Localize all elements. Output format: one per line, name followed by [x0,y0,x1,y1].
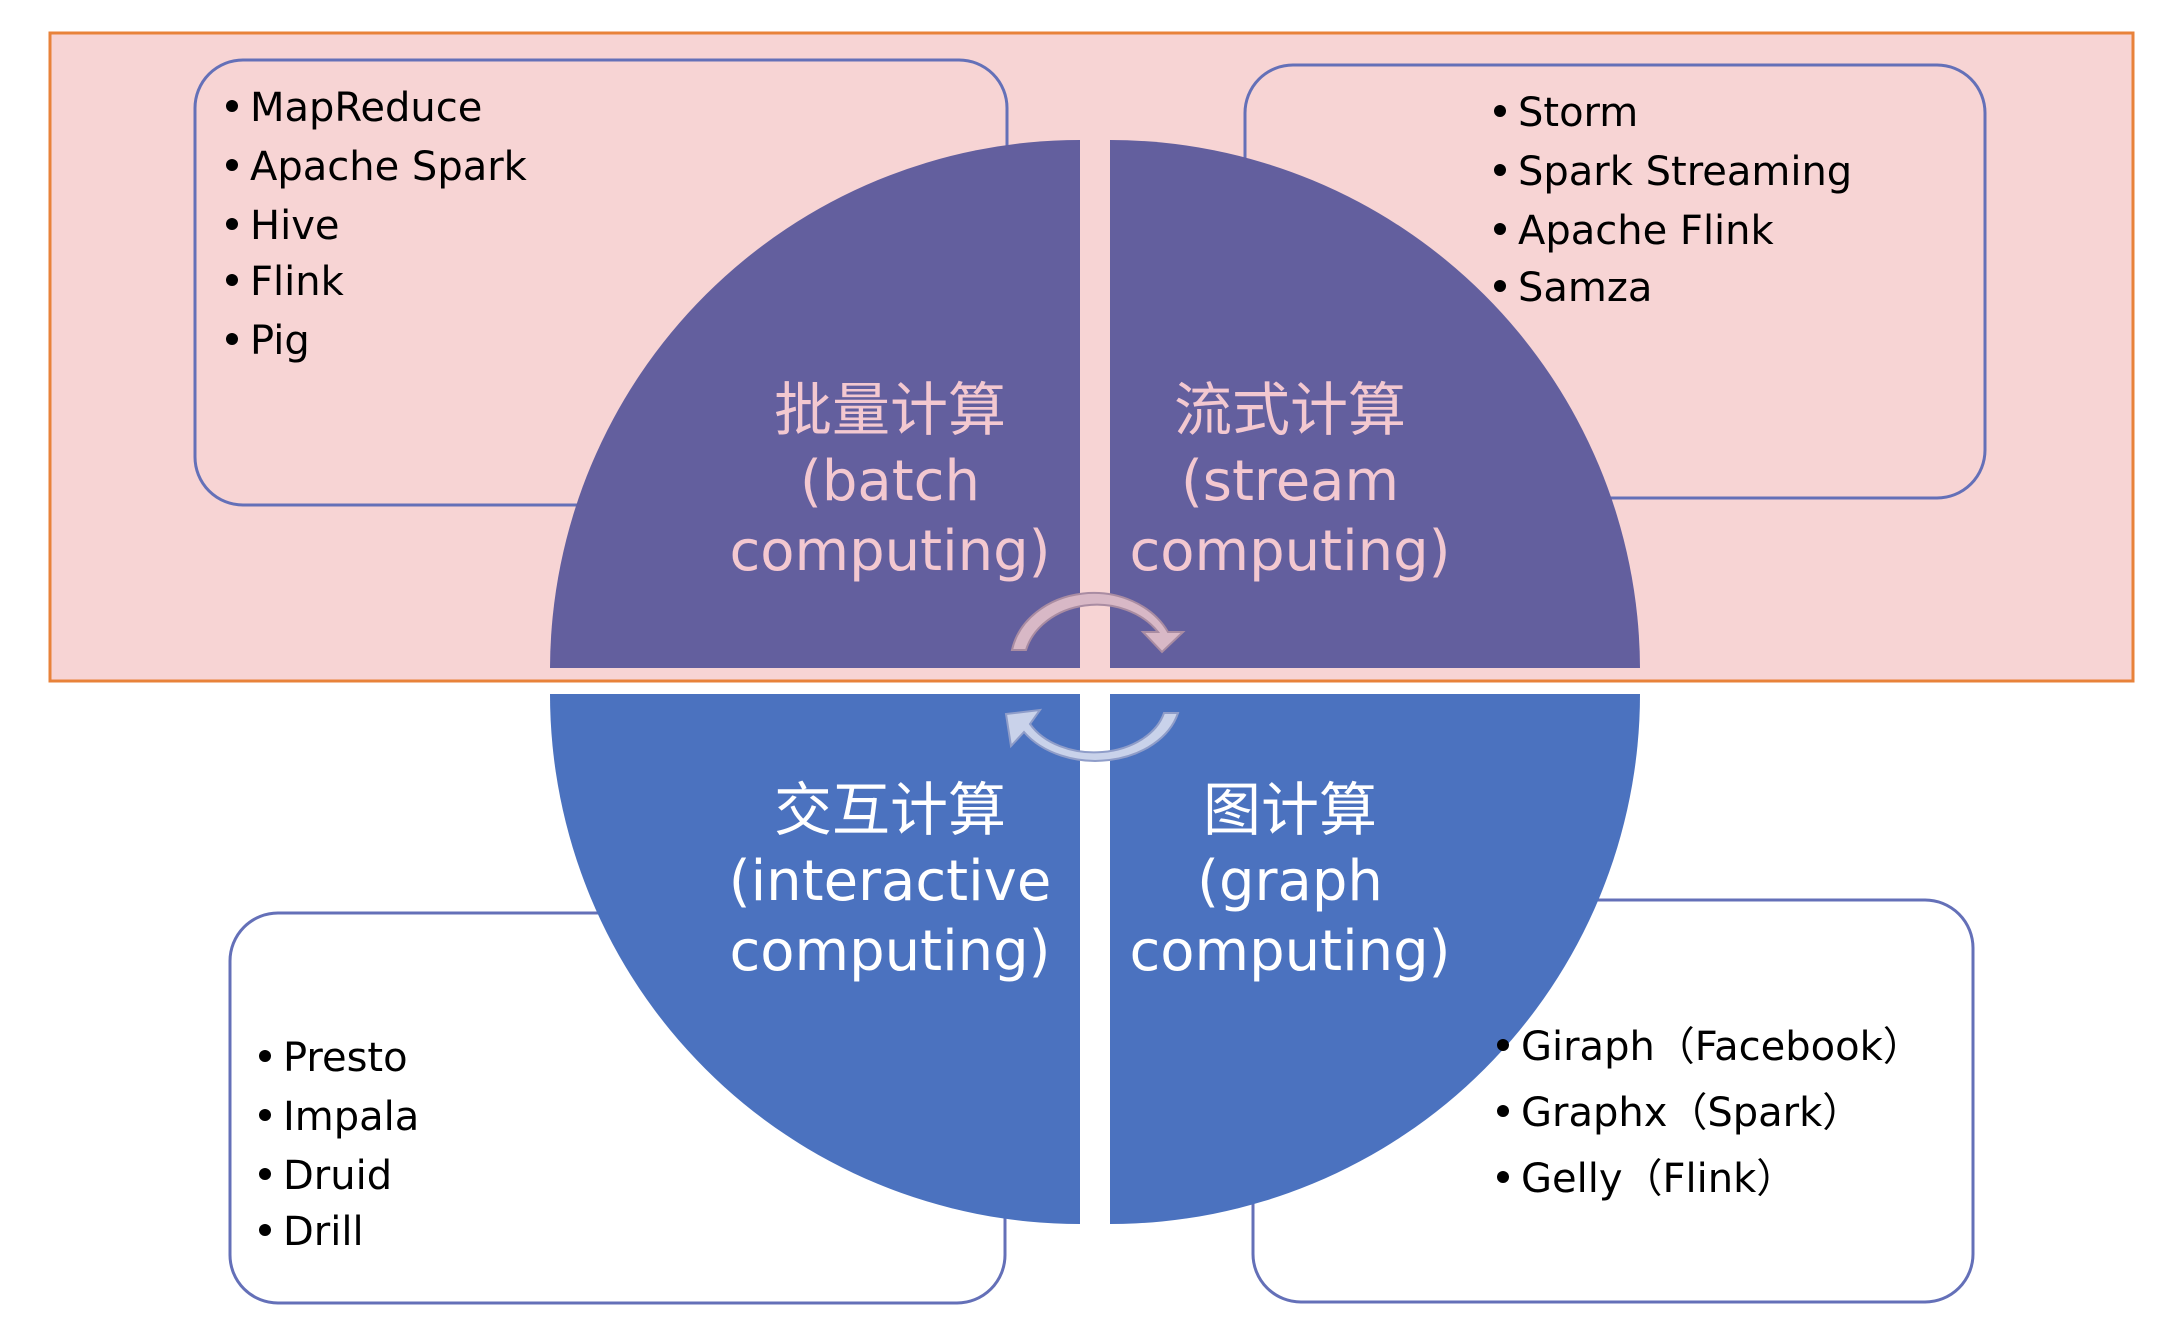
bullet-icon [226,100,238,112]
list-item: Graphx（Spark） [1521,1090,1862,1136]
stream-label-en-line1: (stream [1181,449,1399,514]
list-item: Hive [250,203,339,249]
bullet-icon [1497,1039,1509,1051]
batch-quadrant [550,140,1080,668]
stream-label-en-line2: computing) [1129,519,1450,584]
batch-label-en-line2: computing) [729,519,1050,584]
graph-quadrant [1110,694,1640,1224]
batch-list: MapReduce Apache Spark Hive Flink Pig [226,85,528,364]
graph-label-cn: 图计算 [1203,776,1377,844]
stream-quadrant [1110,140,1640,668]
list-item: Apache Flink [1518,208,1775,254]
list-item: Gelly（Flink） [1521,1156,1796,1202]
top-cycle-arrow-icon [1010,592,1186,654]
list-item: Presto [283,1035,408,1081]
stream-label-cn: 流式计算 [1174,376,1406,444]
bullet-icon [259,1168,271,1180]
list-item: Apache Spark [250,144,528,190]
bullet-icon [1497,1105,1509,1117]
bullet-icon [259,1224,271,1236]
list-item: Flink [250,259,345,305]
batch-label-cn: 批量计算 [774,376,1006,444]
graph-label-en-line1: (graph [1197,849,1383,914]
highlight-band [48,31,2135,683]
bullet-icon [1494,105,1506,117]
interactive-list: Presto Impala Druid Drill [259,1035,419,1255]
stream-list: Storm Spark Streaming Apache Flink Samza [1494,90,1852,311]
batch-label-en-line1: (batch [800,449,980,514]
graph-label-en-line2: computing) [1129,919,1450,984]
list-item: Storm [1518,90,1638,136]
bottom-cycle-arrow-icon [1004,708,1180,762]
list-item: Pig [250,318,310,364]
graph-list: Giraph（Facebook） Graphx（Spark） Gelly（Fli… [1497,1024,1923,1202]
bullet-icon [1497,1171,1509,1183]
bullet-icon [1494,223,1506,235]
interactive-quadrant [550,694,1080,1224]
list-item: Spark Streaming [1518,149,1852,195]
list-item: Impala [283,1094,419,1140]
bullet-icon [226,333,238,345]
bullet-icon [1494,280,1506,292]
bullet-icon [226,274,238,286]
list-item: Drill [283,1209,364,1255]
list-item: Druid [283,1153,392,1199]
bullet-icon [259,1050,271,1062]
bullet-icon [226,218,238,230]
bullet-icon [259,1109,271,1121]
interactive-label-cn: 交互计算 [774,776,1006,844]
list-item: Giraph（Facebook） [1521,1024,1923,1070]
bullet-icon [226,159,238,171]
list-item: Samza [1518,265,1652,311]
interactive-label-en-line1: (interactive [729,849,1052,914]
bullet-icon [1494,164,1506,176]
interactive-label-en-line2: computing) [729,919,1050,984]
list-item: MapReduce [250,85,482,131]
